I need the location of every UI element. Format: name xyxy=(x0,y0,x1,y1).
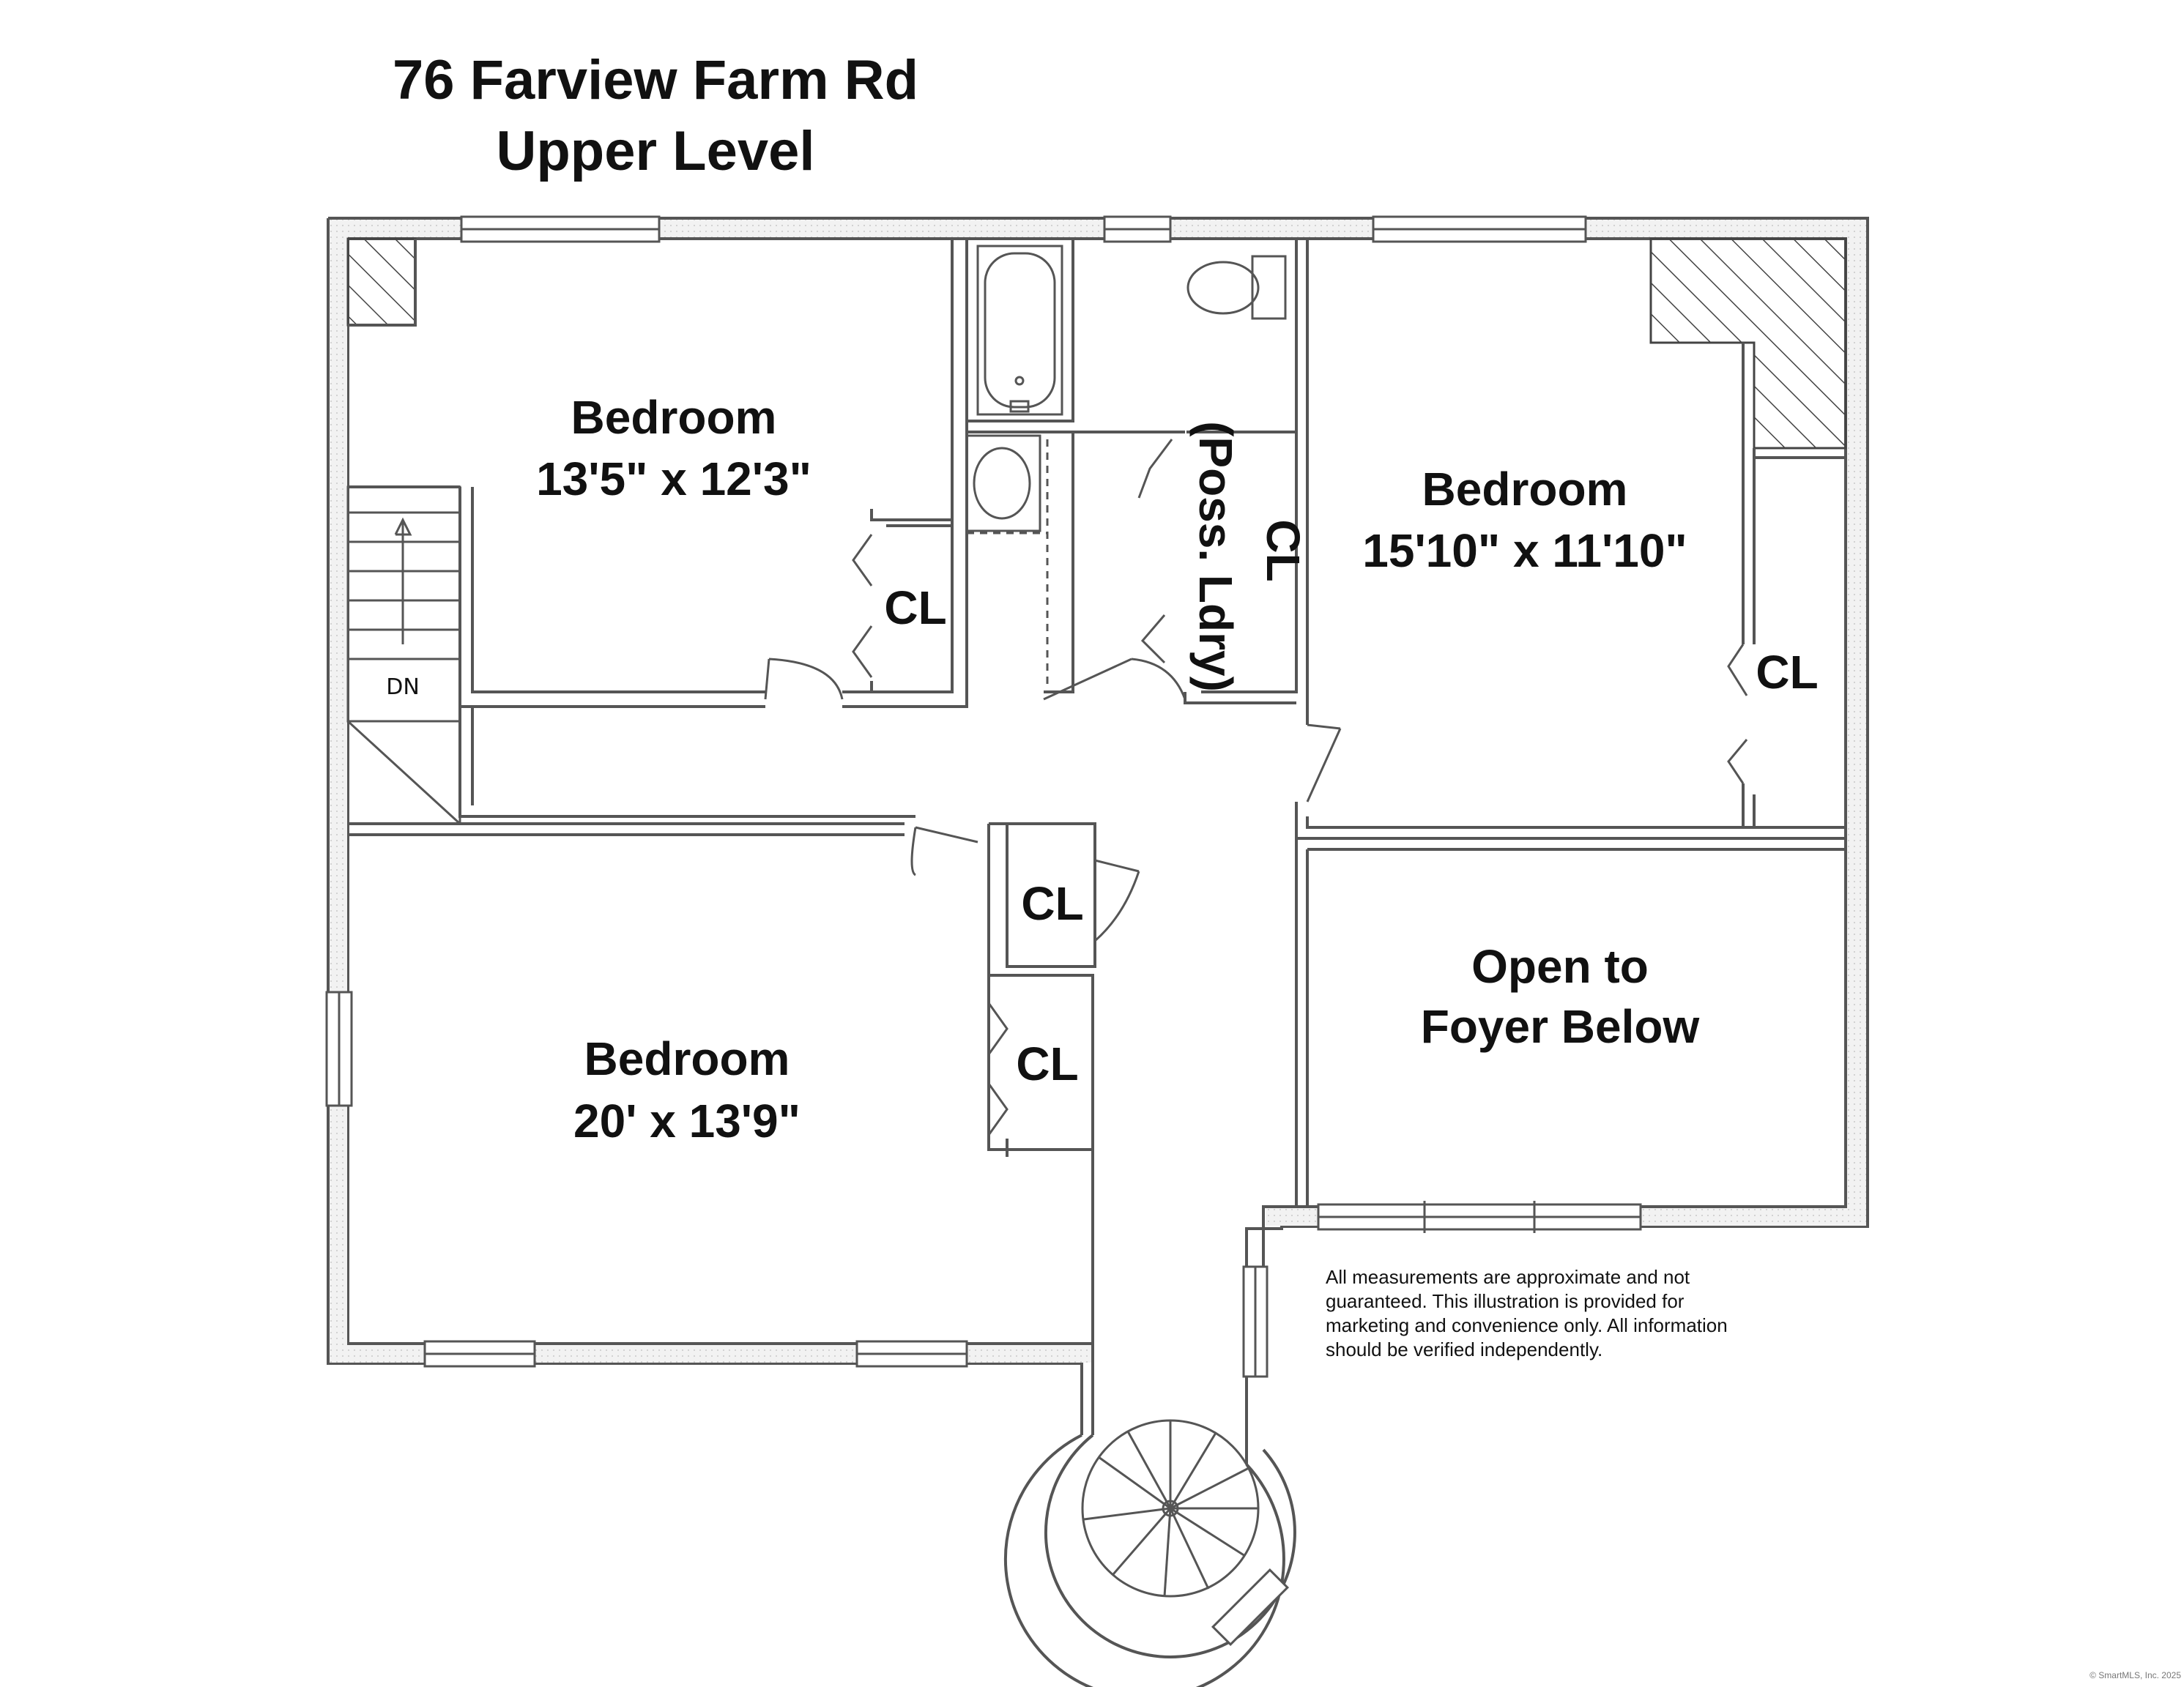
windows xyxy=(325,215,1642,1378)
toilet xyxy=(1186,255,1287,320)
tower-window xyxy=(1211,1568,1290,1647)
disclaimer-line-3: marketing and convenience only. All info… xyxy=(1326,1314,1728,1336)
bedroom-3-name: Bedroom xyxy=(584,1032,790,1085)
open-foyer-label-2: Foyer Below xyxy=(1421,1000,1700,1053)
closet-label-bedroom-2: CL xyxy=(1756,646,1818,699)
tower-walls xyxy=(1003,1434,1296,1687)
stair-down-label: DN xyxy=(386,674,420,700)
disclaimer-line-4: should be verified independently. xyxy=(1326,1338,1602,1360)
wall-band-right xyxy=(1847,220,1866,1225)
chimney-hatch-right xyxy=(1649,237,1847,450)
closet-label-hall: CL xyxy=(1257,519,1310,581)
swing-doors xyxy=(764,658,1342,942)
closet-label-bedroom-3-lower: CL xyxy=(1016,1038,1078,1090)
closet-label-possible-laundry: (Poss. Ldry) xyxy=(1189,421,1242,692)
straight-stairs xyxy=(346,485,461,825)
bathtub xyxy=(976,245,1063,416)
closet-label-bedroom-1: CL xyxy=(884,581,946,634)
bifold-doors xyxy=(852,439,1748,1136)
interior-walls xyxy=(348,237,1846,1344)
sink-vanity xyxy=(965,434,1049,688)
disclaimer-line-1: All measurements are approximate and not xyxy=(1326,1266,1690,1288)
open-foyer-label-1: Open to xyxy=(1471,940,1649,993)
bedroom-2-name: Bedroom xyxy=(1422,463,1628,515)
bedroom-2-dimensions: 15'10" x 11'10" xyxy=(1362,524,1687,577)
address-title: 76 Farview Farm Rd xyxy=(393,49,918,111)
copyright-notice: © SmartMLS, Inc. 2025 xyxy=(2090,1670,2181,1680)
closet-label-bedroom-3-upper: CL xyxy=(1021,877,1083,930)
bedroom-1-name: Bedroom xyxy=(571,391,777,444)
wall-band-left xyxy=(330,220,347,1362)
spiral-stair xyxy=(1081,1419,1260,1598)
level-title: Upper Level xyxy=(496,120,814,182)
bedroom-3-dimensions: 20' x 13'9" xyxy=(573,1095,801,1147)
disclaimer-line-2: guaranteed. This illustration is provide… xyxy=(1326,1290,1685,1312)
bedroom-1-dimensions: 13'5" x 12'3" xyxy=(536,453,811,505)
chimney-hatch-left xyxy=(346,237,417,327)
